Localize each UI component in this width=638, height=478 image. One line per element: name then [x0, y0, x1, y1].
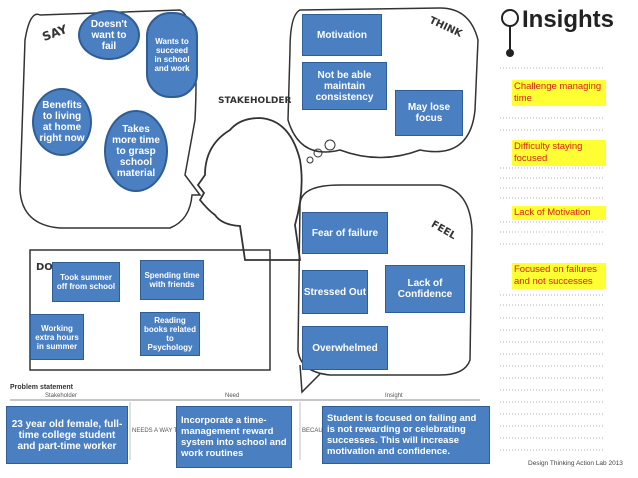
problem-need-box: Incorporate a time-management reward sys… — [176, 406, 292, 468]
do-box-working: Working extra hours in summer — [30, 314, 84, 360]
problem-stakeholder-box: 23 year old female, full-time college st… — [6, 406, 128, 464]
do-box-summer: Took summer off from school — [52, 262, 120, 302]
think-cloud-outline — [287, 7, 479, 159]
stakeholder-label: STAKEHOLDER — [218, 96, 292, 106]
connector-because: BECAUSE — [302, 428, 331, 434]
insight-note-failures: Focused on failures and not successes — [512, 263, 606, 289]
insight-note-focus: Difficulty staying focused — [512, 140, 606, 166]
say-bubble-1: Doesn't want to fail — [78, 10, 140, 60]
footer-credit: Design Thinking Action Lab 2013 — [528, 460, 623, 467]
think-box-consistency: Not be able maintain consistency — [302, 62, 387, 110]
bulb-icon — [501, 9, 519, 57]
insight-note-motivation: Lack of Motivation — [512, 206, 606, 220]
say-bubble-3: Benefits to living at home right now — [32, 88, 92, 156]
feel-box-stressed: Stressed Out — [302, 270, 368, 314]
do-box-friends: Spending time with friends — [140, 260, 204, 300]
feel-box-fear: Fear of failure — [302, 212, 388, 254]
problem-title: Problem statement — [10, 384, 74, 391]
col-need: Need — [225, 393, 240, 399]
insights-lines — [500, 67, 605, 451]
problem-insight-box: Student is focused on failing and is not… — [322, 406, 490, 464]
connector-needs: NEEDS A WAY TO — [132, 428, 183, 434]
insight-note-time: Challenge managing time — [512, 80, 606, 106]
feel-bubble-outline — [297, 184, 473, 376]
col-stakeholder: Stakeholder — [45, 393, 78, 399]
insights-title: Insights — [522, 6, 615, 33]
say-bubble-4: Takes more time to grasp school material — [104, 110, 168, 192]
say-bubble-2: Wants to succeed in school and work — [146, 12, 198, 98]
feel-box-confidence: Lack of Confidence — [385, 265, 465, 313]
think-box-focus: May lose focus — [395, 90, 463, 136]
do-label: DO — [36, 262, 53, 273]
do-box-outline — [29, 249, 271, 371]
do-box-reading: Reading books related to Psychology — [140, 312, 200, 356]
col-insight: Insight — [385, 393, 403, 399]
think-box-motivation: Motivation — [302, 14, 382, 56]
feel-box-overwhelmed: Overwhelmed — [302, 326, 388, 370]
stakeholder-head — [196, 117, 303, 261]
